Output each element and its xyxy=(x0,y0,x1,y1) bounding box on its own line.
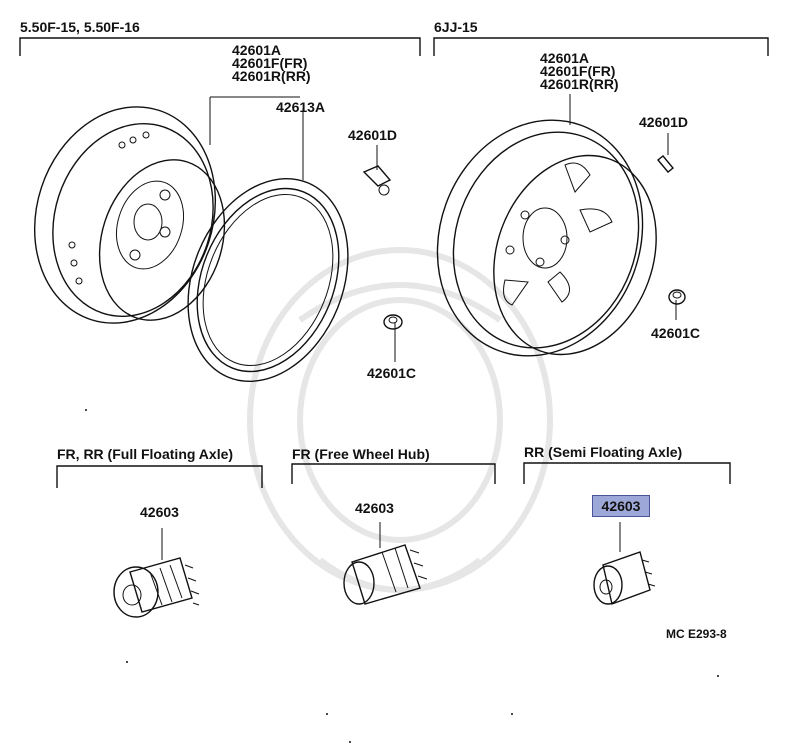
alloy-wheel-drawing xyxy=(436,119,657,357)
part-number-hub-cap-full[interactable]: 42603 xyxy=(140,504,179,520)
hub-cap-free-wheel xyxy=(343,522,428,605)
wheel-part-numbers-right: 42601A 42601F(FR) 42601R(RR) xyxy=(540,50,619,92)
hub-cap-full-floating xyxy=(113,528,200,618)
part-number-hub-cap-free[interactable]: 42603 xyxy=(355,500,394,516)
part-number-wheel-a-right[interactable]: 42601A xyxy=(540,50,590,66)
part-number-valve-right[interactable]: 42601D xyxy=(639,114,689,130)
bracket-alloy-wheel xyxy=(433,37,769,56)
part-number-rim[interactable]: 42613A xyxy=(276,99,326,115)
group-title-hub-semi: RR (Semi Floating Axle) xyxy=(524,444,683,460)
part-number-nut-left[interactable]: 42601C xyxy=(367,365,417,381)
part-number-hub-cap-semi-highlighted[interactable]: 42603 xyxy=(592,495,650,517)
bracket-hub-full xyxy=(56,465,263,488)
bracket-hub-semi xyxy=(523,462,731,484)
group-title-steel-wheel: 5.50F-15, 5.50F-16 xyxy=(20,19,140,35)
part-note-rr: (RR) xyxy=(281,68,311,84)
part-number-wheel-r[interactable]: 42601R xyxy=(232,68,282,84)
group-title-hub-free: FR (Free Wheel Hub) xyxy=(292,446,430,462)
part-number-nut-right[interactable]: 42601C xyxy=(651,325,701,341)
part-note-fr-right: (FR) xyxy=(587,63,616,79)
part-number-wheel-f-right[interactable]: 42601F xyxy=(540,63,588,79)
part-note-fr: (FR) xyxy=(279,55,308,71)
scan-specks xyxy=(85,409,719,743)
group-title-hub-full: FR, RR (Full Floating Axle) xyxy=(57,446,234,462)
part-number-valve-left[interactable]: 42601D xyxy=(348,127,398,143)
bracket-steel-wheel xyxy=(19,37,421,56)
part-number-wheel-r-right[interactable]: 42601R xyxy=(540,76,590,92)
lug-nut-right xyxy=(668,289,686,305)
bracket-hub-free xyxy=(291,463,496,484)
diagram-code: MC E293-8 xyxy=(666,627,727,641)
wheel-part-numbers-left: 42601A 42601F(FR) 42601R(RR) xyxy=(232,42,311,84)
part-note-rr-right: (RR) xyxy=(589,76,619,92)
valve-stem-left xyxy=(362,165,392,196)
part-number-wheel-f[interactable]: 42601F xyxy=(232,55,280,71)
lug-nut-left xyxy=(383,314,403,330)
part-number-wheel-a[interactable]: 42601A xyxy=(232,42,282,58)
steel-wheel-drawing xyxy=(33,106,226,324)
watermark-emblem xyxy=(247,247,553,593)
valve-stem-right xyxy=(657,155,674,173)
split-rim-drawing xyxy=(187,177,349,383)
hub-cap-semi-floating xyxy=(593,522,656,605)
group-title-alloy-wheel: 6JJ-15 xyxy=(434,19,478,35)
